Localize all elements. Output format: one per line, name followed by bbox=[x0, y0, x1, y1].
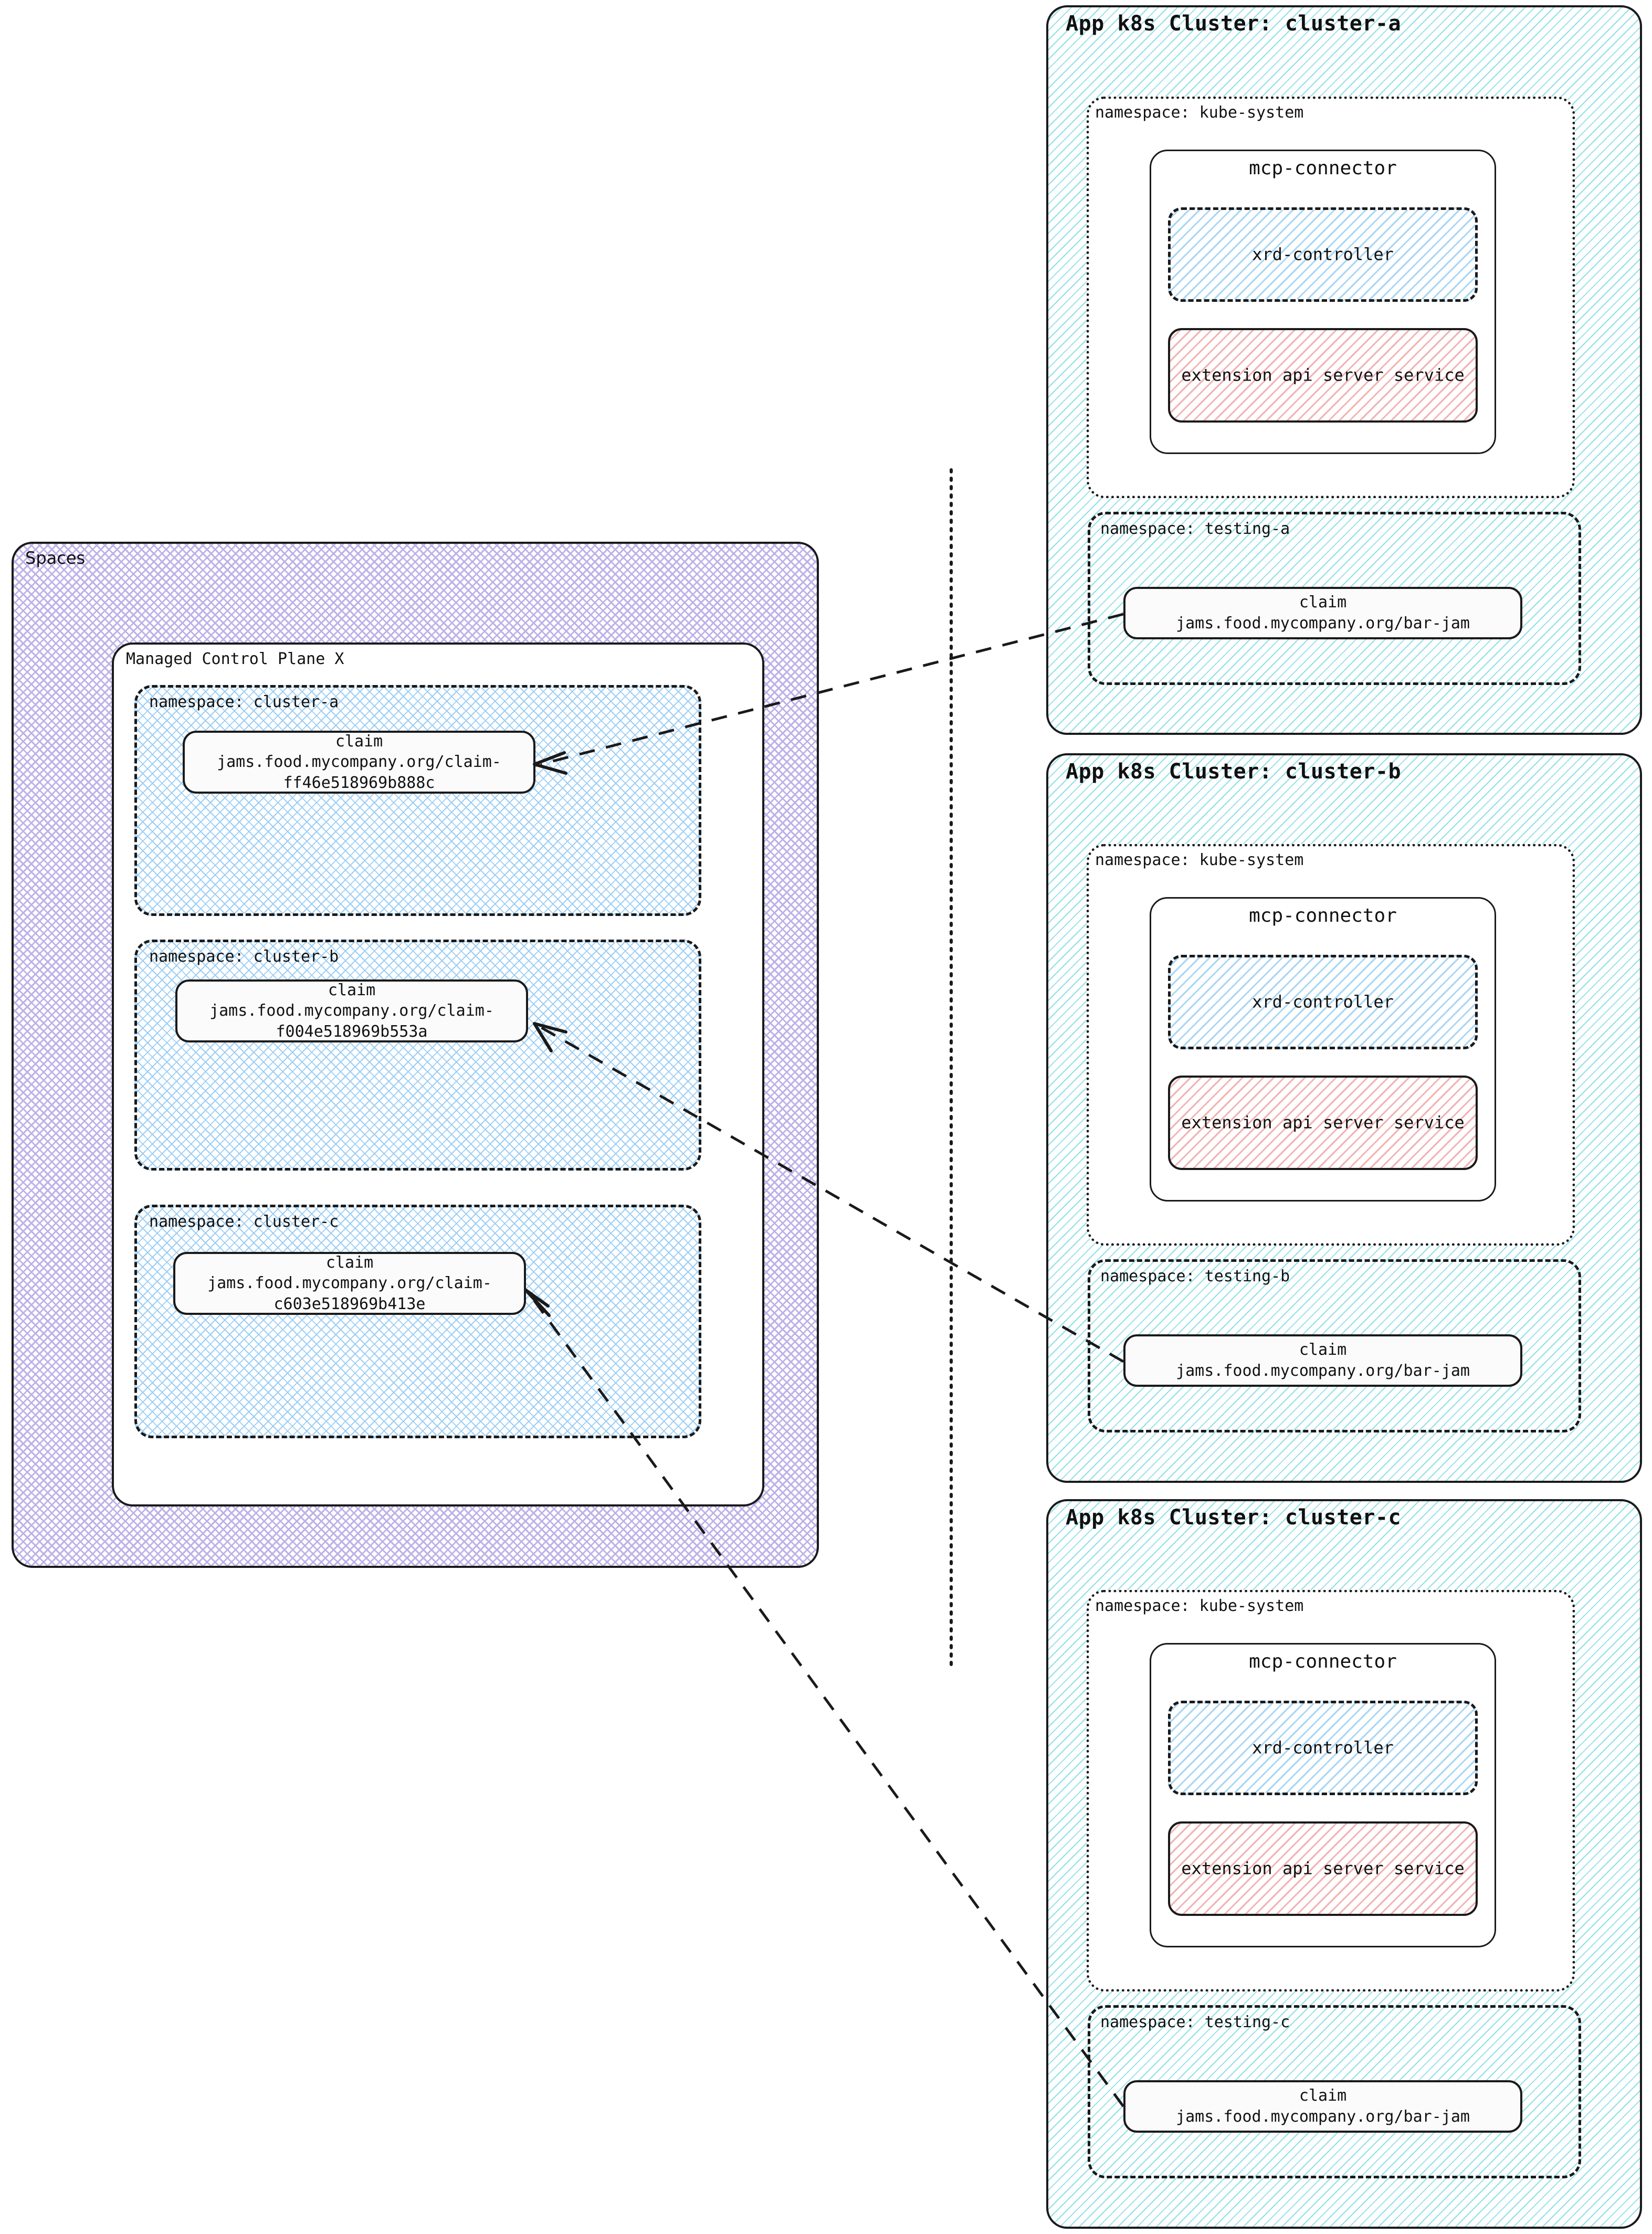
api-server-line1: extension api server bbox=[1181, 1112, 1384, 1133]
cluster-c-mcp-connector-title: mcp-connector bbox=[1249, 1651, 1397, 1672]
cluster-b-kube-system-label: namespace: kube-system bbox=[1095, 851, 1304, 869]
claim-kind: claim bbox=[335, 732, 383, 751]
claim-ref-line2: ff46e518969b888c bbox=[283, 773, 435, 792]
mcp-claim-cluster-a[interactable]: claim jams.food.mycompany.org/claim- ff4… bbox=[183, 731, 535, 794]
claim-ref: jams.food.mycompany.org/bar-jam bbox=[1176, 614, 1470, 633]
api-server-line2: service bbox=[1393, 1858, 1465, 1879]
mcp-namespace-cluster-c-label: namespace: cluster-c bbox=[149, 1213, 339, 1231]
cluster-a-extension-api-server-label: extension api server service bbox=[1168, 364, 1478, 387]
mcp-namespace-cluster-a-label: namespace: cluster-a bbox=[149, 693, 339, 711]
cluster-a-extension-api-server bbox=[1168, 328, 1478, 423]
claim-ref: jams.food.mycompany.org/bar-jam bbox=[1176, 1362, 1470, 1380]
cluster-a-testing-namespace bbox=[1088, 512, 1581, 685]
cluster-c-extension-api-server-label: extension api server service bbox=[1168, 1858, 1478, 1880]
cluster-b-extension-api-server bbox=[1168, 1076, 1478, 1170]
claim-ref-line2: f004e518969b553a bbox=[276, 1022, 428, 1041]
cluster-b-xrd-controller-label: xrd-controller bbox=[1252, 992, 1394, 1012]
api-server-line2: service bbox=[1393, 365, 1465, 385]
control-plane-label: Managed Control Plane X bbox=[126, 650, 344, 668]
cluster-a-testing-claim[interactable]: claim jams.food.mycompany.org/bar-jam bbox=[1123, 587, 1522, 639]
api-server-line1: extension api server bbox=[1181, 1858, 1384, 1879]
claim-ref-line1: jams.food.mycompany.org/claim- bbox=[209, 1002, 494, 1020]
cluster-c-testing-namespace-label: namespace: testing-c bbox=[1100, 2013, 1290, 2031]
claim-kind: claim bbox=[325, 1253, 374, 1272]
cluster-b-extension-api-server-label: extension api server service bbox=[1168, 1112, 1478, 1134]
cluster-a-xrd-controller bbox=[1168, 207, 1478, 302]
claim-kind: claim bbox=[1299, 1341, 1347, 1360]
claim-ref-line1: jams.food.mycompany.org/claim- bbox=[207, 1274, 492, 1293]
claim-kind: claim bbox=[328, 981, 376, 999]
cluster-c-title: App k8s Cluster: cluster-c bbox=[1066, 1505, 1402, 1530]
mcp-claim-cluster-c[interactable]: claim jams.food.mycompany.org/claim- c60… bbox=[173, 1252, 526, 1315]
cluster-b-xrd-controller bbox=[1168, 955, 1478, 1049]
claim-ref-line1: jams.food.mycompany.org/claim- bbox=[217, 753, 501, 772]
cluster-c-xrd-controller-label: xrd-controller bbox=[1252, 1737, 1394, 1758]
cluster-c-testing-claim[interactable]: claim jams.food.mycompany.org/bar-jam bbox=[1123, 2080, 1522, 2133]
claim-kind: claim bbox=[1299, 2087, 1347, 2105]
claim-ref-line2: c603e518969b413e bbox=[273, 1294, 426, 1313]
mcp-namespace-cluster-b-label: namespace: cluster-b bbox=[149, 947, 339, 966]
cluster-c-kube-system-label: namespace: kube-system bbox=[1095, 1597, 1304, 1615]
cluster-c-xrd-controller bbox=[1168, 1701, 1478, 1795]
cluster-b-title: App k8s Cluster: cluster-b bbox=[1066, 760, 1402, 784]
cluster-a-mcp-connector-title: mcp-connector bbox=[1249, 157, 1397, 179]
claim-ref: jams.food.mycompany.org/bar-jam bbox=[1176, 2107, 1470, 2126]
cluster-b-testing-namespace-label: namespace: testing-b bbox=[1100, 1267, 1290, 1285]
mcp-namespace-cluster-a bbox=[134, 685, 701, 916]
cluster-b-testing-claim[interactable]: claim jams.food.mycompany.org/bar-jam bbox=[1123, 1334, 1522, 1387]
mcp-namespace-cluster-c bbox=[134, 1205, 701, 1438]
claim-kind: claim bbox=[1299, 593, 1347, 612]
cluster-a-kube-system-label: namespace: kube-system bbox=[1095, 103, 1304, 122]
api-server-line1: extension api server bbox=[1181, 365, 1384, 385]
cluster-c-extension-api-server bbox=[1168, 1821, 1478, 1916]
api-server-line2: service bbox=[1393, 1112, 1465, 1133]
cluster-a-testing-namespace-label: namespace: testing-a bbox=[1100, 520, 1290, 538]
mcp-claim-cluster-b[interactable]: claim jams.food.mycompany.org/claim- f00… bbox=[175, 979, 528, 1042]
cluster-a-title: App k8s Cluster: cluster-a bbox=[1066, 12, 1402, 36]
cluster-a-xrd-controller-label: xrd-controller bbox=[1252, 244, 1394, 265]
mcp-namespace-cluster-b bbox=[134, 940, 701, 1171]
spaces-label: Spaces bbox=[25, 548, 86, 568]
cluster-b-mcp-connector-title: mcp-connector bbox=[1249, 905, 1397, 926]
